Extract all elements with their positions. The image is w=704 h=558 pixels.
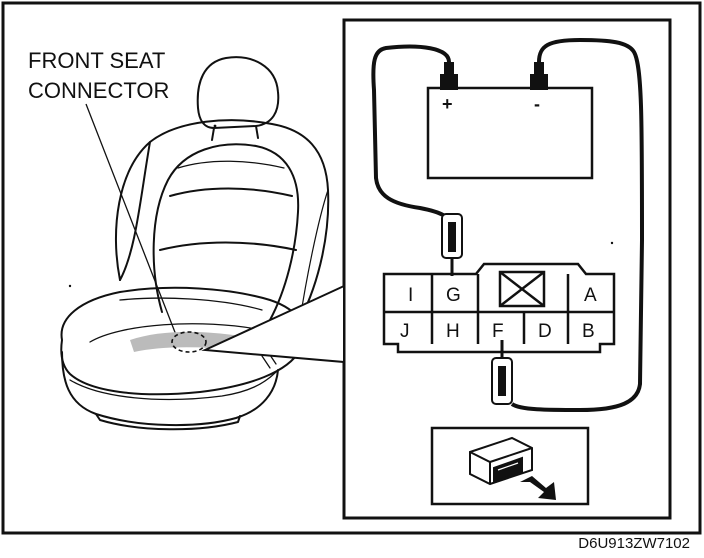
- terminal-label-d: D: [538, 321, 552, 342]
- callout-label-line1: FRONT SEAT: [28, 48, 165, 73]
- test-probe-icon-lower: [491, 340, 513, 405]
- terminal-label-a: A: [584, 285, 597, 306]
- battery-positive-label: +: [442, 94, 453, 114]
- insert-arrow-icon: [520, 476, 556, 500]
- terminal-label-i: I: [408, 285, 413, 306]
- connector-plug-icon: [469, 436, 533, 486]
- battery-negative-label: -: [534, 94, 540, 114]
- negative-lead-wire: [510, 37, 645, 413]
- test-probe-icon-upper: [441, 213, 463, 276]
- seat-icon: [60, 56, 330, 431]
- seat-connector-location: [171, 331, 207, 353]
- connector-housing: [382, 262, 616, 354]
- terminal-label-g: G: [446, 285, 461, 306]
- terminal-label-h: H: [446, 321, 460, 342]
- callout-leader-line: [85, 103, 179, 341]
- outer-frame: [1, 1, 702, 535]
- terminal-label-j: J: [400, 321, 410, 342]
- detail-panel: [342, 18, 672, 520]
- scan-speck: [610, 241, 614, 245]
- callout-label-line2: CONNECTOR: [28, 78, 169, 103]
- zoom-wedge: [201, 284, 345, 364]
- positive-lead-wire: [371, 44, 454, 231]
- scan-speck: [213, 124, 217, 128]
- terminal-label-b: B: [582, 321, 595, 342]
- terminal-label-f: F: [492, 321, 504, 342]
- battery-icon: [426, 62, 594, 180]
- scan-speck: [68, 284, 72, 288]
- figure-code: D6U913ZW7102: [578, 535, 690, 552]
